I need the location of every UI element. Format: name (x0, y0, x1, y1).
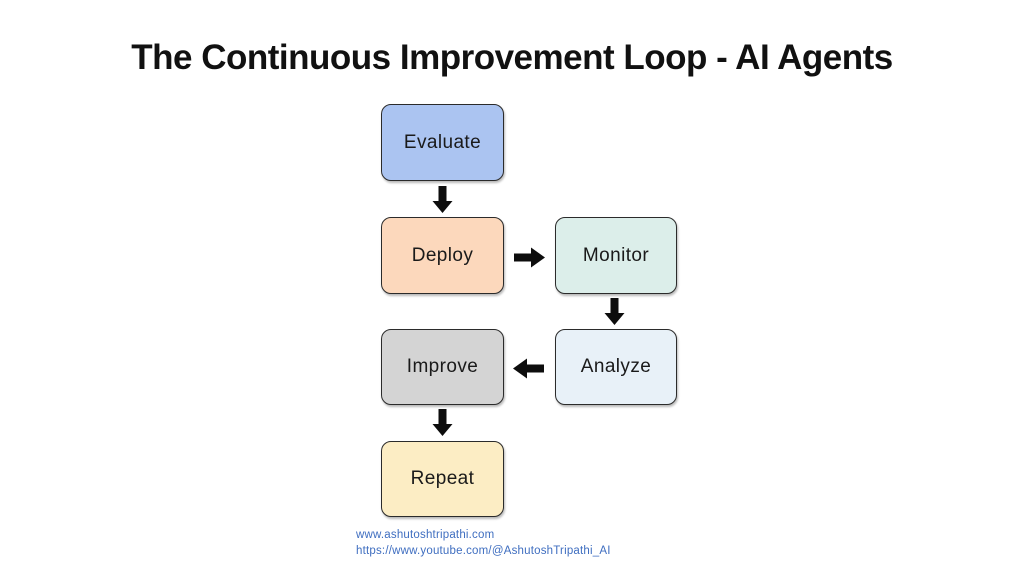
flow-node-repeat-label: Repeat (410, 468, 475, 489)
arrow-down-evaluate-to-deploy-icon (432, 186, 453, 213)
arrow-right-deploy-to-monitor-icon (514, 247, 545, 268)
page-title: The Continuous Improvement Loop - AI Age… (131, 38, 893, 77)
flow-node-analyze: Analyze (555, 329, 677, 405)
flow-node-monitor-label: Monitor (582, 244, 650, 266)
flow-node-monitor: Monitor (555, 217, 677, 294)
flow-node-improve: Improve (381, 329, 504, 405)
flow-node-analyze-label: Analyze (580, 356, 652, 377)
flow-node-evaluate: Evaluate (381, 104, 504, 181)
youtube-link[interactable]: https://www.youtube.com/@AshutoshTripath… (356, 544, 611, 557)
flow-node-improve-label: Improve (406, 356, 479, 377)
arrow-down-improve-to-repeat-icon (432, 409, 453, 436)
arrow-down-monitor-to-analyze-icon (604, 298, 625, 325)
flow-node-deploy-label: Deploy (411, 244, 474, 266)
footer: www.ashutoshtripathi.com https://www.you… (356, 528, 611, 559)
website-link[interactable]: www.ashutoshtripathi.com (356, 529, 495, 541)
arrow-left-analyze-to-improve-icon (513, 358, 544, 379)
flow-node-repeat: Repeat (381, 441, 504, 517)
flow-node-deploy: Deploy (381, 217, 504, 294)
flow-node-evaluate-label: Evaluate (403, 131, 482, 153)
